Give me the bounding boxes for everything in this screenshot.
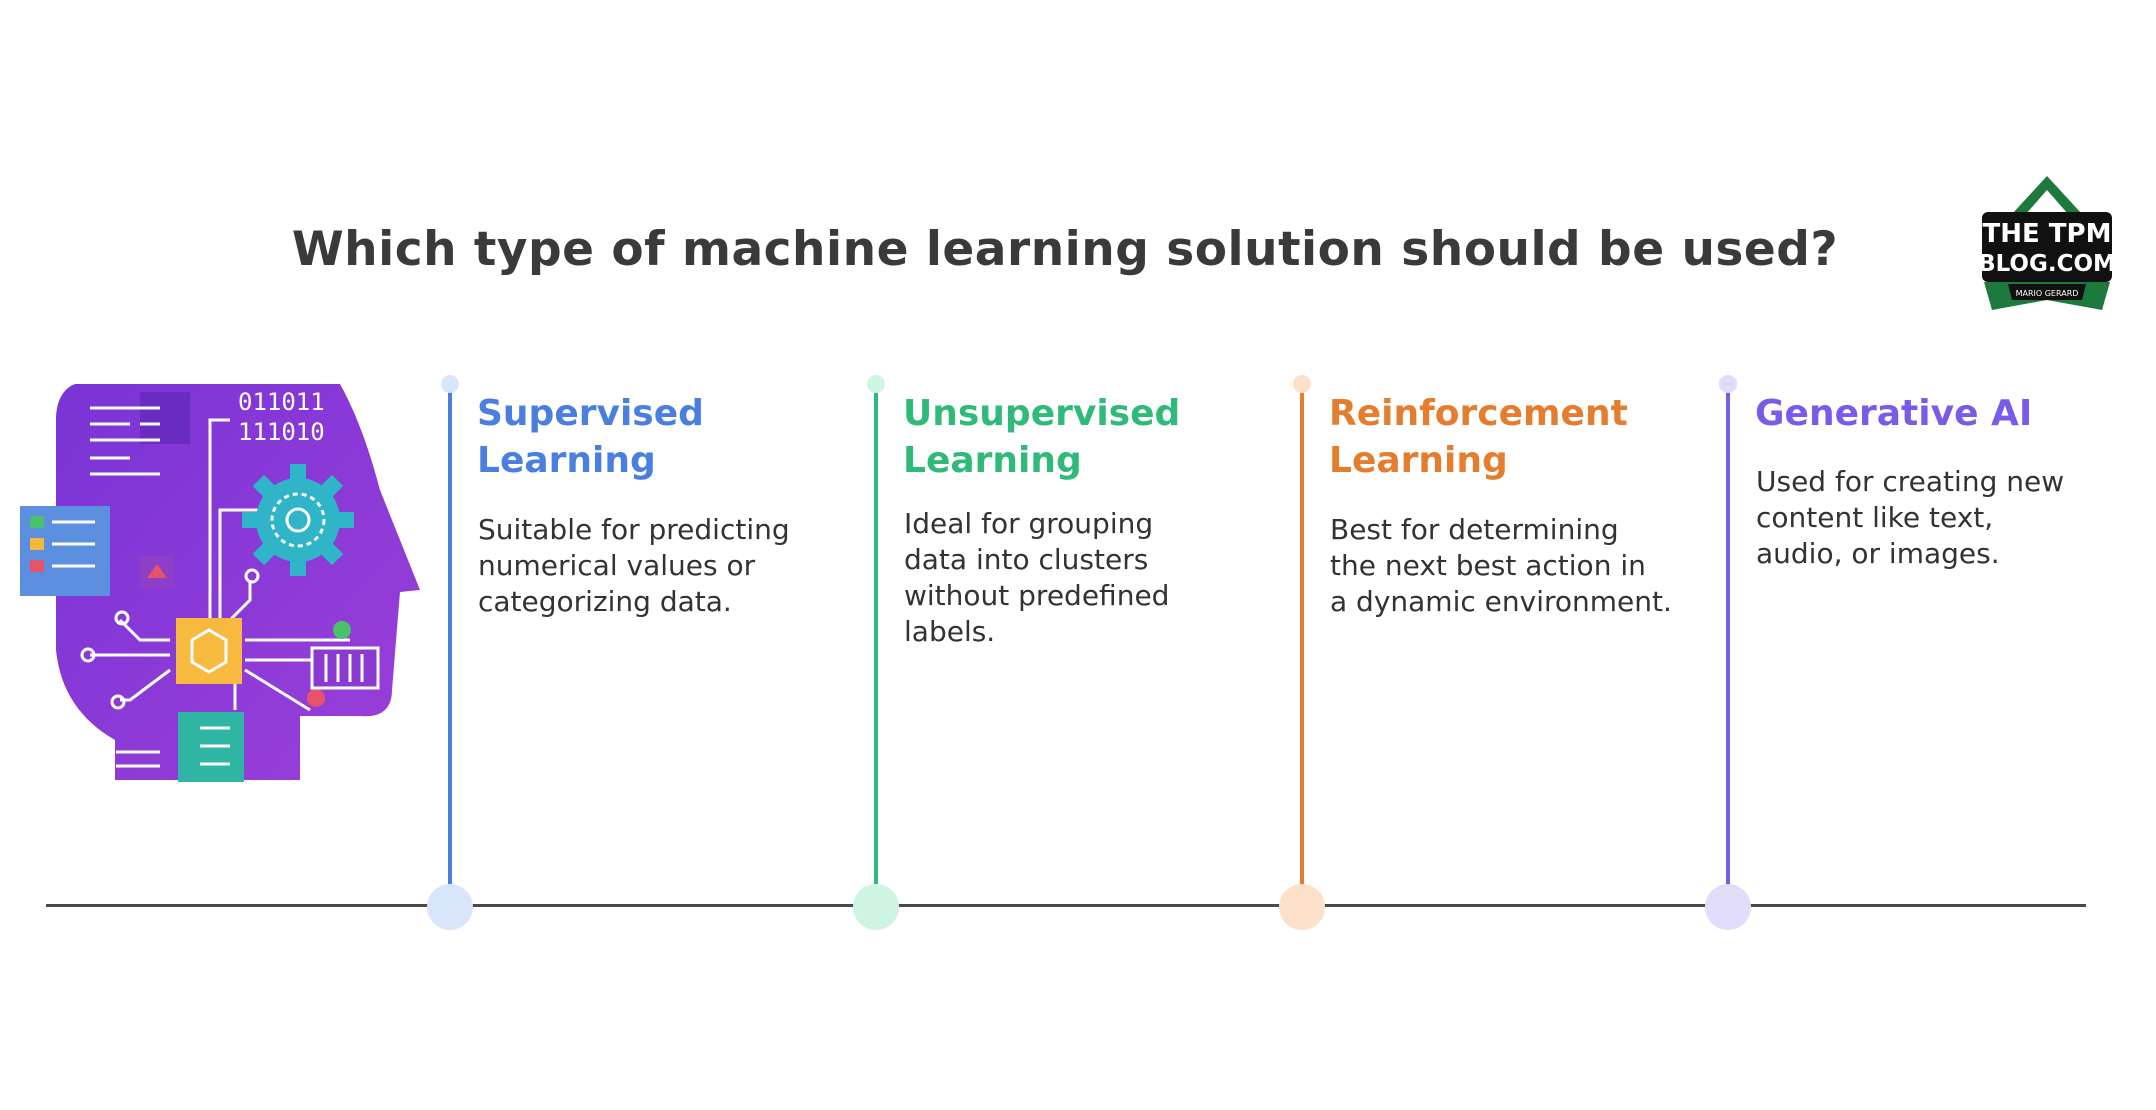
diagram-title: Which type of machine learning solution …: [291, 222, 1839, 277]
svg-text:BLOG.COM: BLOG.COM: [1978, 251, 2116, 277]
column-3-description: Best for determining the next best actio…: [1330, 513, 1672, 618]
column-2-top-dot: [867, 375, 885, 393]
svg-text:MARIO GERARD: MARIO GERARD: [2016, 289, 2079, 298]
column-2-line: [874, 386, 878, 906]
column-4-heading: Generative AI: [1755, 393, 2033, 434]
column-3-line: [1300, 386, 1304, 906]
column-4-top-dot: [1719, 375, 1737, 393]
column-3-top-dot: [1293, 375, 1311, 393]
svg-text:111010: 111010: [238, 418, 325, 446]
ai-head-illustration: 011011 111010: [20, 384, 420, 782]
column-2-timeline-dot: [853, 884, 899, 930]
column-2-description: Ideal for grouping data into clusters wi…: [904, 507, 1170, 648]
column-1-line: [448, 386, 452, 906]
svg-text:THE TPM: THE TPM: [1983, 219, 2112, 249]
column-1-timeline-dot: [427, 884, 473, 930]
column-1-description: Suitable for predicting numerical values…: [478, 513, 790, 618]
column-4-line: [1726, 386, 1730, 906]
timeline-line: [46, 904, 2086, 907]
column-3-timeline-dot: [1279, 884, 1325, 930]
column-4-timeline-dot: [1705, 884, 1751, 930]
column-4-description: Used for creating new content like text,…: [1756, 465, 2065, 570]
the-tpm-blog-logo: THE TPM BLOG.COM MARIO GERARD: [1978, 176, 2116, 310]
svg-text:011011: 011011: [238, 388, 325, 416]
column-1-top-dot: [441, 375, 459, 393]
